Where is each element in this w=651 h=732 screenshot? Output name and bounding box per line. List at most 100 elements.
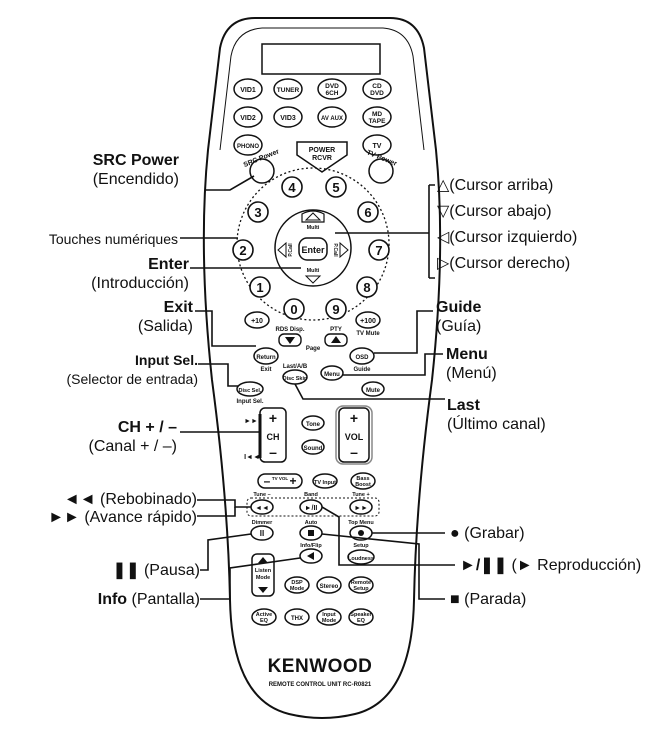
speaker-eq-button[interactable] bbox=[348, 608, 374, 626]
callout-info-text: (Pantalla) bbox=[127, 591, 200, 608]
callout-ch-sub: (Canal + / –) bbox=[88, 438, 177, 455]
sound-button[interactable] bbox=[301, 439, 325, 455]
mdtape-button[interactable] bbox=[362, 106, 392, 128]
tv-input-button[interactable] bbox=[312, 473, 338, 489]
callout-numeric: Touches numériques bbox=[48, 231, 178, 247]
cursor-left-icon[interactable] bbox=[277, 241, 287, 259]
key-0[interactable] bbox=[283, 298, 305, 320]
callout-play-text: (► Reproducción) bbox=[507, 557, 642, 574]
leader-last bbox=[294, 383, 445, 400]
guide-label: Guide bbox=[353, 367, 371, 373]
key-4[interactable] bbox=[281, 176, 303, 198]
key-3[interactable] bbox=[247, 201, 269, 223]
vol-plus-label: + bbox=[350, 410, 358, 426]
power-label: POWER bbox=[309, 147, 335, 154]
exit-label: Exit bbox=[260, 367, 271, 373]
callout-rec-text: (Grabar) bbox=[459, 525, 525, 542]
stereo-button[interactable] bbox=[316, 576, 342, 594]
tv-vol-rocker[interactable] bbox=[257, 473, 303, 489]
leader-menu bbox=[343, 353, 443, 376]
key-8[interactable] bbox=[356, 276, 378, 298]
plus100-label: +100 bbox=[360, 318, 376, 325]
power-rcvr-button[interactable] bbox=[296, 141, 348, 173]
bass-boost-button[interactable] bbox=[350, 472, 376, 490]
key-2[interactable] bbox=[232, 239, 254, 261]
band-label: Band bbox=[304, 492, 318, 498]
return-button[interactable] bbox=[253, 347, 279, 365]
key-1[interactable] bbox=[249, 276, 271, 298]
phono-button[interactable] bbox=[233, 134, 263, 156]
disc-sel-button[interactable] bbox=[236, 381, 264, 397]
callout-guide-sub: (Guía) bbox=[436, 318, 482, 335]
key-7[interactable] bbox=[368, 239, 390, 261]
menu-button[interactable] bbox=[320, 365, 344, 381]
vid2-label: VID2 bbox=[240, 115, 256, 122]
callout-stop: ■ (Parada) bbox=[450, 590, 526, 609]
remote-setup-button[interactable] bbox=[348, 576, 374, 594]
cursor-right-icon[interactable] bbox=[339, 241, 349, 259]
vid3-button[interactable] bbox=[273, 106, 303, 128]
play-pause-symbol-icon: ►/❚❚ bbox=[460, 557, 508, 574]
dsp-mode-button[interactable] bbox=[284, 576, 310, 594]
leader-guide bbox=[374, 310, 433, 354]
input-mode-button[interactable] bbox=[316, 608, 342, 626]
leader-ff bbox=[197, 507, 236, 517]
vid2-button[interactable] bbox=[233, 106, 263, 128]
callout-guide-title: Guide bbox=[436, 299, 482, 316]
leader-src-power bbox=[205, 175, 255, 191]
setup-label: Setup bbox=[353, 543, 369, 549]
callout-input-sel-sub: (Selector de entrada) bbox=[66, 371, 198, 387]
tuner-button[interactable] bbox=[273, 78, 303, 100]
tone-button[interactable] bbox=[301, 415, 325, 431]
tv-vol-minus-label: – bbox=[264, 474, 271, 488]
fast-forward-button[interactable] bbox=[349, 499, 373, 515]
key-5[interactable] bbox=[325, 176, 347, 198]
key-9[interactable] bbox=[325, 298, 347, 320]
vol-rocker[interactable] bbox=[338, 407, 370, 463]
plus10-label: +10 bbox=[251, 318, 263, 325]
thx-button[interactable] bbox=[284, 608, 310, 626]
osd-button[interactable] bbox=[349, 347, 375, 365]
disc-sel-label: Disc Sel. bbox=[239, 388, 262, 394]
multi-up-label: Multi bbox=[307, 225, 320, 231]
cddvd-button[interactable] bbox=[362, 78, 392, 100]
key-6[interactable] bbox=[357, 201, 379, 223]
key-5-label: 5 bbox=[332, 180, 339, 195]
active-eq-button[interactable] bbox=[251, 608, 277, 626]
enter-button[interactable] bbox=[298, 237, 328, 261]
speaker-eq-label: EQ bbox=[357, 618, 366, 624]
leader-stop bbox=[321, 533, 445, 600]
tv-power-button[interactable] bbox=[368, 158, 394, 184]
input-label: Input bbox=[322, 612, 336, 618]
md-label: MD bbox=[372, 111, 382, 118]
dvd6ch-button[interactable] bbox=[317, 78, 347, 100]
tv-button[interactable] bbox=[362, 134, 392, 156]
leader-pause bbox=[200, 533, 252, 571]
callout-last-sub: (Último canal) bbox=[447, 416, 546, 433]
callout-enter: Enter (Introducción) bbox=[91, 255, 189, 293]
avaux-button[interactable] bbox=[317, 106, 347, 128]
pause-button[interactable] bbox=[250, 525, 274, 541]
last-ab-label: Last/A/B bbox=[283, 364, 308, 370]
source-buttons: VID1 TUNER DVD 6CH CD DVD VID2 VID3 AV A… bbox=[233, 78, 392, 156]
loudness-button[interactable] bbox=[347, 549, 375, 565]
callout-rew-text: (Rebobinado) bbox=[95, 491, 197, 508]
mute-button[interactable] bbox=[361, 381, 385, 397]
cursor-down-icon[interactable] bbox=[304, 275, 322, 284]
ch-label: CH bbox=[267, 432, 280, 442]
fast-forward-icon: ►► bbox=[354, 505, 368, 512]
info-left-icon bbox=[307, 552, 314, 560]
vid1-button[interactable] bbox=[233, 78, 263, 100]
callout-pause: ❚❚ (Pausa) bbox=[113, 561, 200, 580]
plus10-button[interactable] bbox=[244, 311, 270, 329]
numeric-keys: 4 5 3 6 2 7 1 8 0 9 +10 +100 TV Mute bbox=[232, 176, 390, 337]
callout-src-power: SRC Power (Encendido) bbox=[93, 151, 179, 189]
callout-cursor-up: △(Cursor arriba) bbox=[437, 177, 554, 194]
listen-up-icon bbox=[258, 557, 268, 563]
src-power-button[interactable] bbox=[249, 158, 275, 184]
callout-menu-sub: (Menú) bbox=[446, 365, 497, 382]
callout-info-title: Info bbox=[97, 591, 128, 608]
plus100-button[interactable] bbox=[355, 311, 381, 329]
key-1-label: 1 bbox=[256, 280, 263, 295]
stereo-label: Stereo bbox=[320, 584, 339, 590]
